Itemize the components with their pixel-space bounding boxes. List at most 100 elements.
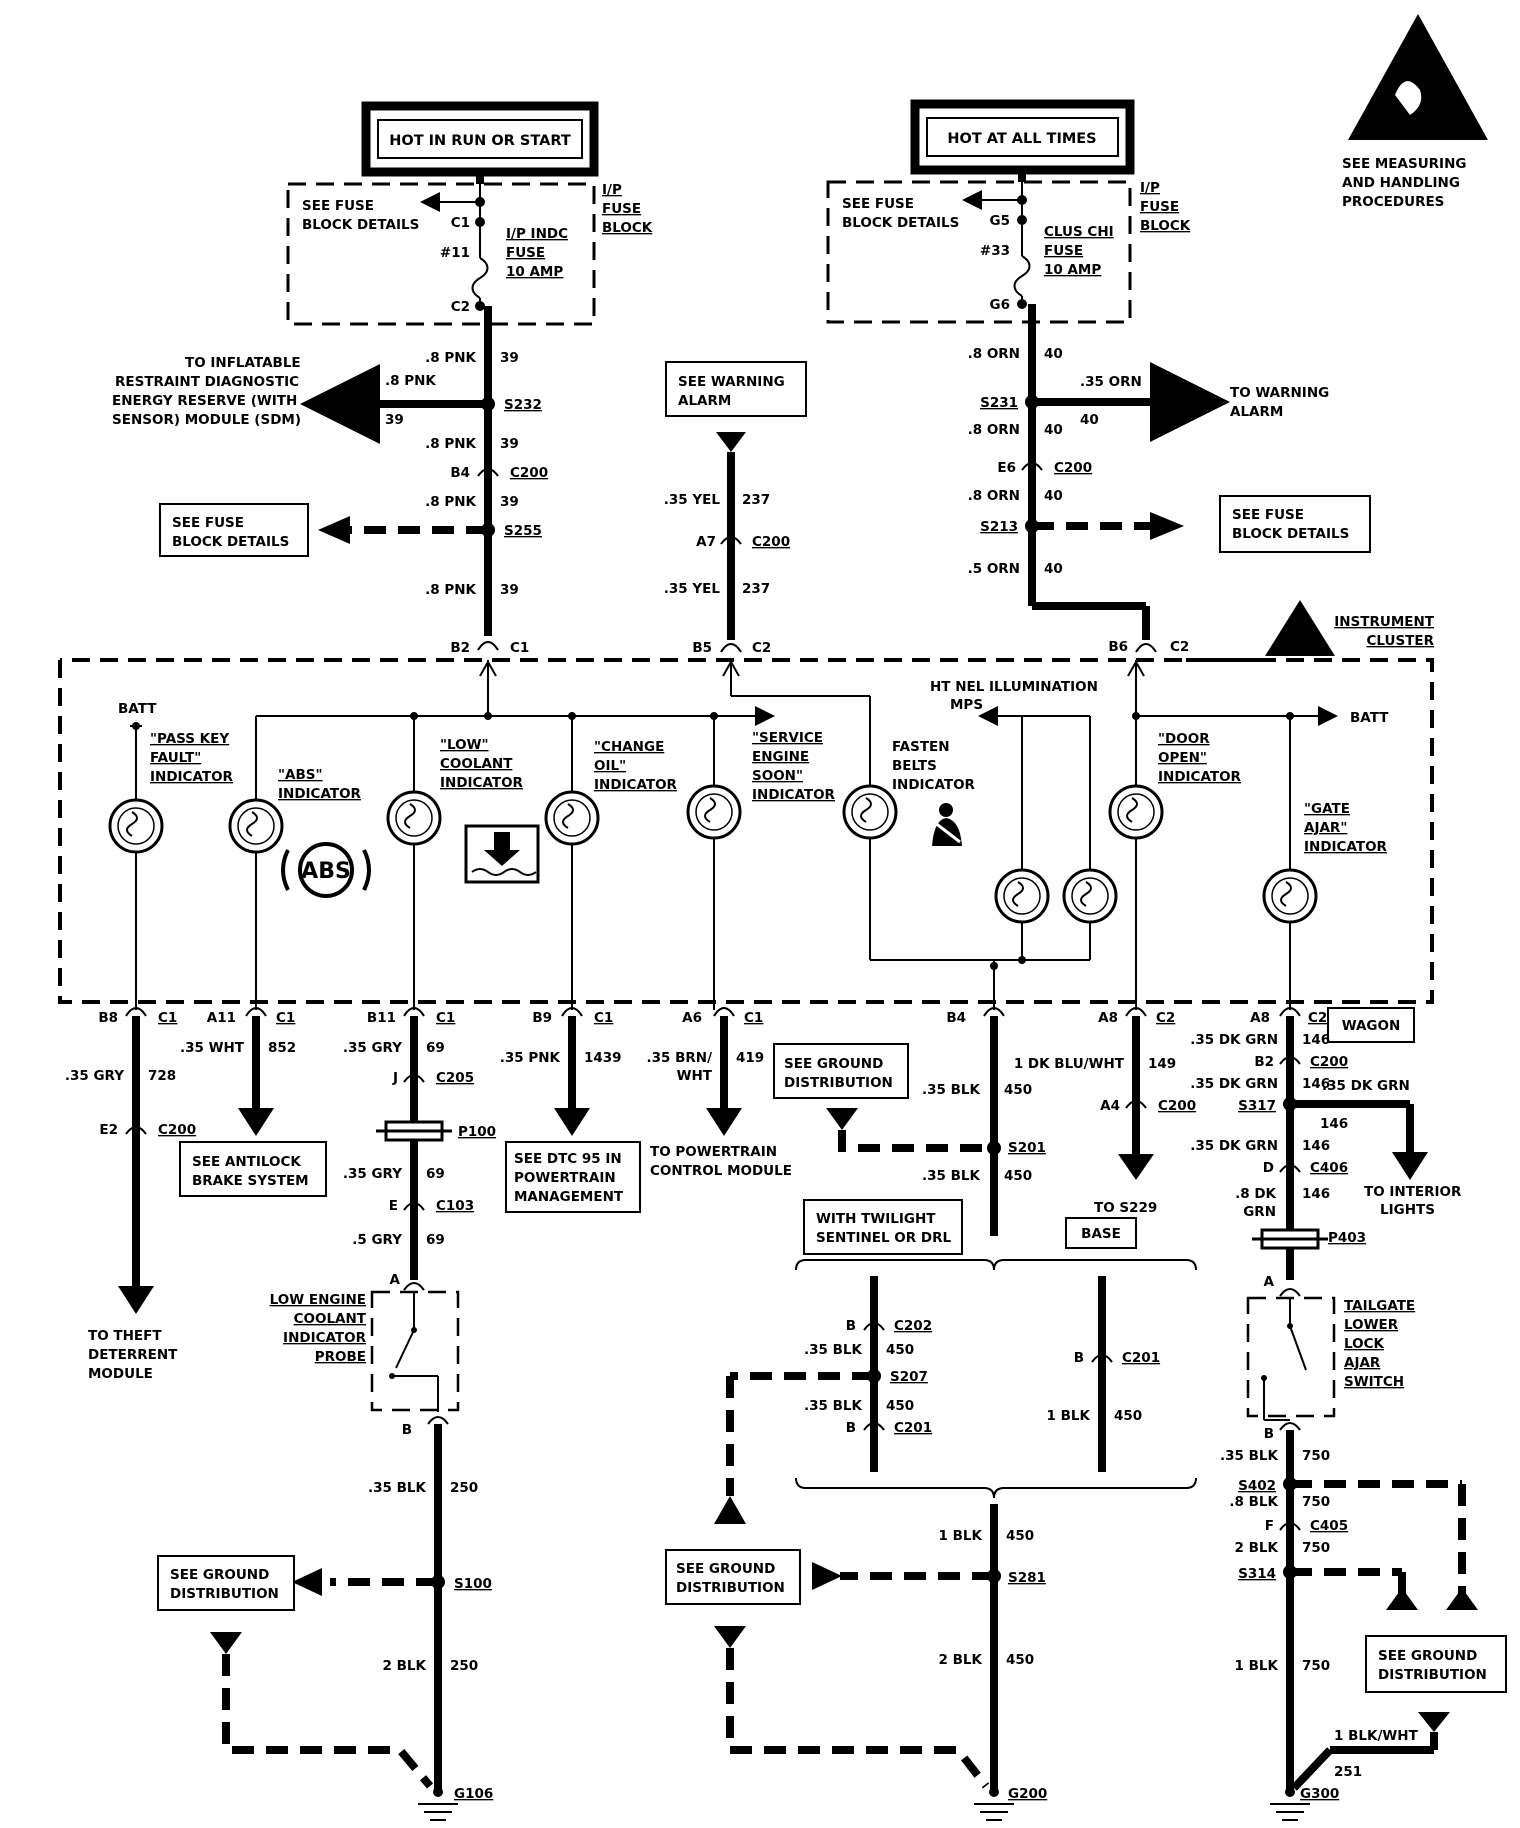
mid-conn-label: C2 (752, 640, 771, 656)
bottom-b4w-label: .35 BLK (922, 1082, 981, 1098)
fuse2-n3-label: 10 AMP (1044, 262, 1101, 278)
fuse2-n2-label: FUSE (1044, 243, 1083, 259)
bottom-sg2b-label: DISTRIBUTION (784, 1075, 893, 1091)
bottom-dd-label: D (1263, 1160, 1274, 1176)
splice-s232 (481, 397, 495, 411)
connector-p100 (376, 1120, 452, 1142)
cluster-pk3-label: INDICATOR (150, 769, 234, 785)
bottom-p100-label: P100 (458, 1124, 496, 1140)
cluster-esd-icon: INSTRUMENT CLUSTER (1265, 600, 1435, 656)
left-infw-label: .8 PNK (385, 373, 436, 389)
bottom-s229-label: TO S229 (1094, 1200, 1157, 1216)
bottom-a11c-label: C1 (276, 1010, 295, 1026)
fuse1-b2-label: FUSE (602, 201, 641, 217)
bottom-n450c-label: 450 (1114, 1408, 1142, 1424)
fuse1-num-label: #11 (440, 245, 470, 261)
esd-ic2-label: CLUSTER (1366, 633, 1434, 649)
fuse-block-1: SEE FUSE BLOCK DETAILS C1 #11 C2 I/P IND… (286, 172, 653, 326)
bottom-gw5a-label: .8 DK (1235, 1186, 1276, 1202)
bottom-e2c-label: C200 (158, 1122, 196, 1138)
left-conn-label: C1 (510, 640, 529, 656)
cluster-abs_sym-label: ABS (301, 859, 351, 884)
cluster-low3-label: INDICATOR (440, 775, 524, 791)
circuit-69: B11 C1 .35 GRY 69 J C205 P100 .35 GRY 69… (157, 1007, 496, 1821)
circuit-450: B4 SEE GROUND DISTRIBUTION .35 BLK 450 S… (665, 1007, 1197, 1821)
bottom-b9c-label: C1 (594, 1010, 613, 1026)
fuse1-b1-label: I/P (602, 182, 622, 198)
cluster-ses4-label: INDICATOR (752, 787, 836, 803)
cluster-fb2-label: BELTS (892, 758, 937, 774)
cluster-do3-label: INDICATOR (1158, 769, 1242, 785)
right-c2-label: 40 (1044, 422, 1063, 438)
power-box-all: HOT AT ALL TIMES (910, 99, 1135, 175)
cluster-ses2-label: ENGINE (752, 749, 809, 765)
esd-warning-icon: SEE MEASURING AND HANDLING PROCEDURES (1342, 14, 1488, 210)
circuit-1439: B9 C1 .35 PNK 1439 SEE DTC 95 IN POWERTR… (500, 1007, 641, 1213)
right-feed: .8 ORN 40 S231 .35 ORN 40 TO WARNING ALA… (968, 304, 1371, 655)
bottom-s207-label: S207 (890, 1369, 928, 1385)
bottom-sg1a-label: SEE GROUND (170, 1567, 269, 1583)
bottom-lp2-label: COOLANT (294, 1311, 367, 1327)
bottom-w450a-label: .35 BLK (804, 1342, 863, 1358)
bottom-tw2-label: SENTINEL OR DRL (816, 1230, 951, 1246)
bottom-j-label: J (392, 1070, 398, 1086)
bottom-w750c-label: 2 BLK (1235, 1540, 1279, 1556)
bottom-gn1-label: 146 (1302, 1032, 1330, 1048)
bottom-wagon-label: WAGON (1342, 1018, 1401, 1034)
bottom-b8n-label: 728 (148, 1068, 176, 1084)
mid-c200-label: C200 (752, 534, 790, 550)
bottom-a6-label: A6 (682, 1010, 702, 1026)
power-all-label: HOT AT ALL TIMES (947, 131, 1096, 147)
power-run-label: HOT IN RUN OR START (389, 133, 571, 149)
right-tc-label: 40 (1080, 412, 1099, 428)
left-feed: .8 PNK 39 TO INFLATABLE RESTRAINT DIAGNO… (112, 306, 548, 656)
cluster-fb1-label: FASTEN (892, 739, 950, 755)
bottom-s100-label: S100 (454, 1576, 492, 1592)
fuse2-num-label: #33 (980, 243, 1010, 259)
bottom-c205-label: C205 (436, 1070, 474, 1086)
bottom-e2-label: E2 (99, 1122, 118, 1138)
bottom-b-label: B (402, 1422, 412, 1438)
fuse1-b3-label: BLOCK (602, 220, 653, 236)
right-w3-label: .8 ORN (968, 488, 1020, 504)
bottom-dtc2-label: POWERTRAIN (514, 1170, 616, 1186)
bottom-b9w-label: .35 PNK (500, 1050, 561, 1066)
bottom-w750b-label: .8 BLK (1229, 1494, 1278, 1510)
abs-symbol-icon: ABS (281, 842, 371, 898)
left-c200-label: C200 (510, 465, 548, 481)
circuit-149: A8 C2 1 DK BLU/WHT 149 A4 C200 TO S229 (1014, 1007, 1196, 1216)
bottom-a8bc-label: C2 (1308, 1010, 1327, 1026)
bottom-sg1b-label: DISTRIBUTION (170, 1586, 279, 1602)
bottom-b4w2-label: .35 BLK (922, 1168, 981, 1184)
bottom-pcm1-label: TO POWERTRAIN (650, 1144, 777, 1160)
bottom-a8w-label: 1 DK BLU/WHT (1014, 1056, 1125, 1072)
bottom-abs1-label: SEE ANTILOCK (192, 1154, 301, 1170)
bottom-b11-label: B11 (367, 1010, 396, 1026)
instrument-cluster: BATT "PASS KEY FAULT" INDICATOR "ABS" IN… (58, 658, 1434, 1010)
esd-ic1-label: INSTRUMENT (1334, 614, 1435, 630)
right-sf1-label: SEE FUSE (1232, 507, 1304, 523)
bottom-a6n-label: 419 (736, 1050, 764, 1066)
indicator-bulbs (108, 784, 1318, 924)
circuit-728: B8 C1 .35 GRY 728 E2 C200 TO THEFT DETER… (65, 1007, 196, 1382)
bottom-b2c-label: C200 (1310, 1054, 1348, 1070)
bottom-n750c-label: 750 (1302, 1540, 1330, 1556)
bottom-b4n-label: 450 (1004, 1082, 1032, 1098)
bottom-gw3-label: .35 DK GRN (1322, 1078, 1410, 1094)
bottom-n750a-label: 750 (1302, 1448, 1330, 1464)
cluster-oil2-label: OIL" (594, 758, 626, 774)
bottom-w450c-label: 1 BLK (1047, 1408, 1091, 1424)
cluster-batt2-label: BATT (1350, 710, 1389, 726)
bottom-w69b-label: .35 GRY (343, 1166, 402, 1182)
mid-wa1-label: SEE WARNING (678, 374, 785, 390)
seatbelt-icon (932, 803, 962, 846)
bottom-dtc1-label: SEE DTC 95 IN (514, 1151, 622, 1167)
cluster-batt1-label: BATT (118, 701, 157, 717)
right-w2-label: .8 ORN (968, 422, 1020, 438)
fuse2-b2-label: FUSE (1140, 199, 1179, 215)
bottom-w69c-label: .5 GRY (352, 1232, 402, 1248)
bottom-a4c-label: C200 (1158, 1098, 1196, 1114)
middle-feed: SEE WARNING ALARM .35 YEL 237 A7 C200 .3… (664, 361, 807, 656)
bottom-a8n-label: 149 (1148, 1056, 1176, 1072)
esd-note2-label: AND HANDLING (1342, 175, 1460, 191)
